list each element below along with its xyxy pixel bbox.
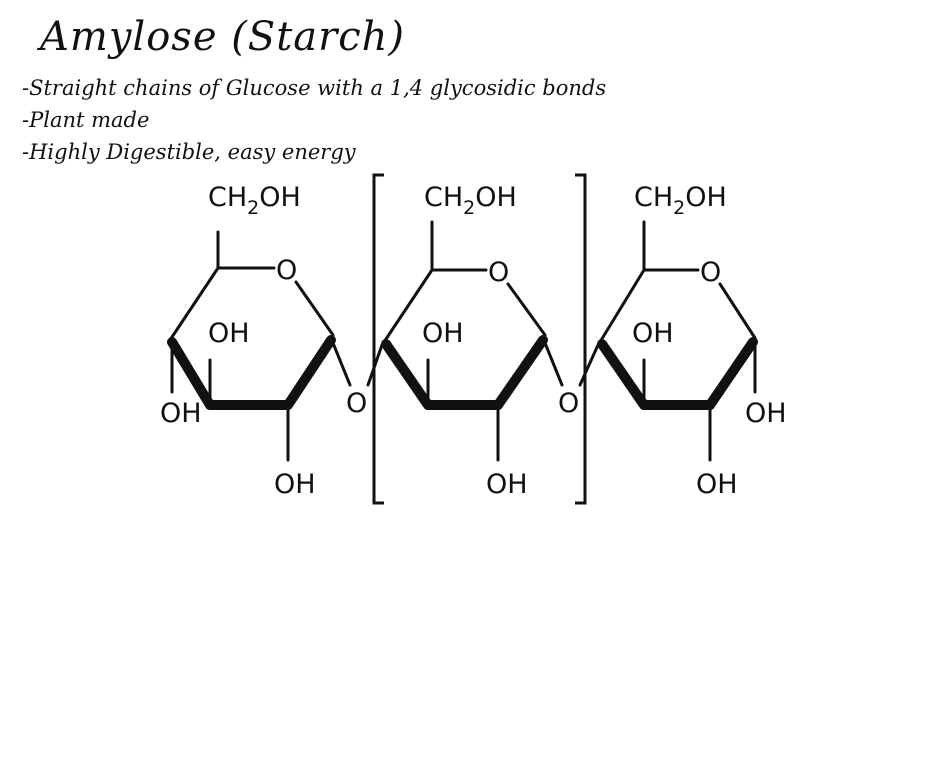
bullet-marker: - xyxy=(22,140,30,164)
oh-right-label: OH xyxy=(745,398,787,429)
oh-inner-label: OH xyxy=(422,318,464,349)
bullet-text: Plant made xyxy=(29,108,150,132)
o-c1-bond xyxy=(718,282,757,340)
glycosidic-oxygen-2: O xyxy=(558,388,579,419)
ring-front-edge xyxy=(167,335,336,410)
ring-front-edge xyxy=(381,335,548,410)
link-2-to-unit-3-bond xyxy=(578,343,600,387)
ring-oxygen-label: O xyxy=(488,257,509,288)
bullet-marker: - xyxy=(22,76,30,100)
glucose-unit-3: CH2OH O OH OH OH xyxy=(597,182,787,500)
bullet-item: -Plant made xyxy=(22,104,606,136)
ch2oh-label: CH2OH xyxy=(634,182,727,219)
bullet-item: -Highly Digestible, easy energy xyxy=(22,136,606,168)
oh-inner-label: OH xyxy=(632,318,674,349)
bullet-list: -Straight chains of Glucose with a 1,4 g… xyxy=(22,72,606,168)
ch2oh-label: CH2OH xyxy=(424,182,517,219)
oh-left-label: OH xyxy=(160,398,202,429)
repeat-bracket-right xyxy=(575,173,587,505)
c1-link-bond xyxy=(331,341,352,387)
oh-bottom-label: OH xyxy=(486,469,528,500)
oh-bottom-label: OH xyxy=(274,469,316,500)
bullet-text: Highly Digestible, easy energy xyxy=(29,140,356,164)
bullet-text: Straight chains of Glucose with a 1,4 gl… xyxy=(29,76,607,100)
ring-front-edge xyxy=(597,337,758,410)
bullet-marker: - xyxy=(22,108,30,132)
o-c1-bond xyxy=(294,280,335,337)
o-c1-bond xyxy=(506,282,547,337)
glucose-unit-1: CH2OH O OH OH OH xyxy=(160,182,352,500)
c5-c4-bond xyxy=(382,268,434,344)
glycosidic-oxygen-1: O xyxy=(346,388,367,419)
repeat-bracket-left xyxy=(372,173,384,505)
c5-c4-bond xyxy=(168,266,220,342)
c1-link-bond xyxy=(543,341,564,387)
ch2oh-label: CH2OH xyxy=(208,182,301,219)
oh-inner-label: OH xyxy=(208,318,250,349)
ring-oxygen-label: O xyxy=(700,257,721,288)
ring-oxygen-label: O xyxy=(276,255,297,286)
oh-bottom-label: OH xyxy=(696,469,738,500)
bullet-item: -Straight chains of Glucose with a 1,4 g… xyxy=(22,72,606,104)
c5-c4-bond xyxy=(598,268,646,344)
glucose-unit-2: CH2OH O OH OH xyxy=(381,182,564,500)
diagram-title: Amylose (Starch) xyxy=(40,14,406,60)
